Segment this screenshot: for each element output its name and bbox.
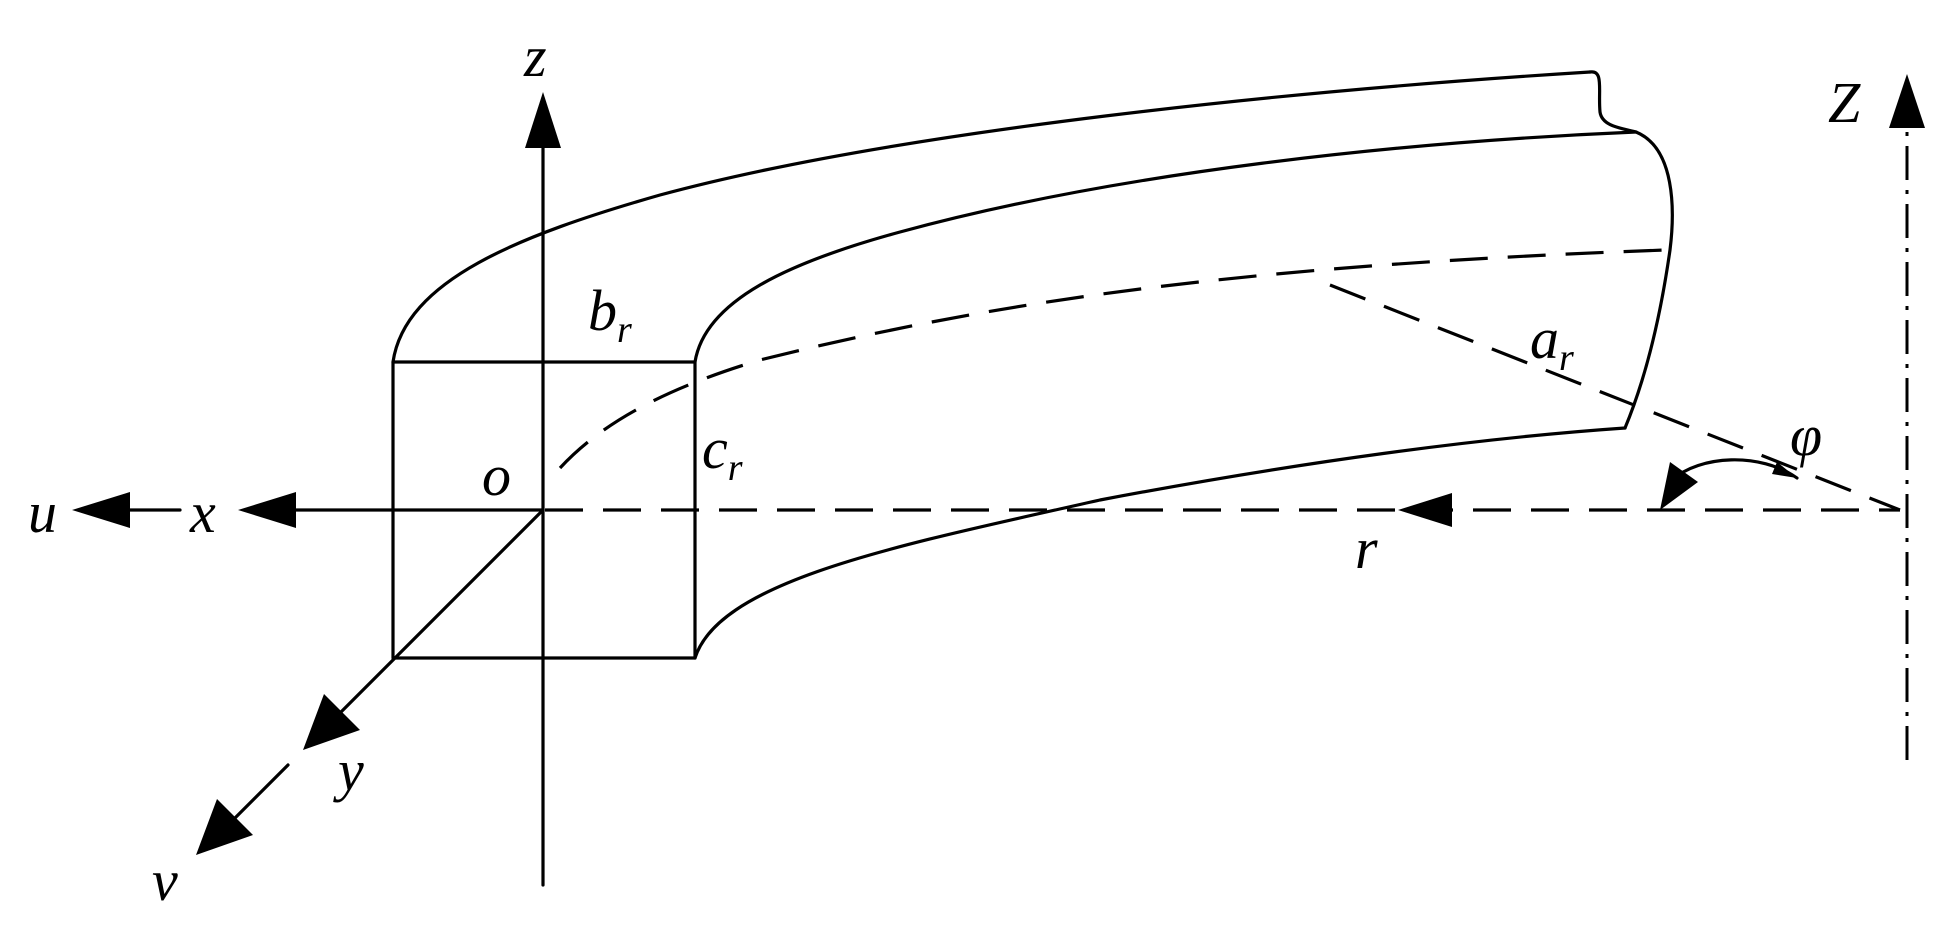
- a-radius-dashed-line: [1329, 283, 1901, 512]
- z-axis-label: z: [523, 24, 547, 89]
- r-label: r: [1355, 516, 1378, 581]
- body-top-notch: [1588, 70, 1638, 134]
- body-inner-top-edge: [693, 130, 1638, 364]
- b-subscript: r: [617, 309, 632, 351]
- b-r-label: br: [588, 278, 632, 351]
- b-main: b: [588, 278, 617, 343]
- x-axis-arrowhead: [238, 492, 296, 528]
- centerline-dashed-curve: [558, 248, 1667, 470]
- a-r-label: ar: [1530, 306, 1574, 379]
- y-axis-label: y: [333, 738, 364, 803]
- z-axis-arrowhead: [525, 92, 561, 148]
- v-axis-label: v: [152, 848, 178, 913]
- y-axis-arrowhead: [303, 694, 360, 750]
- phi-arrowhead-small: [1772, 462, 1797, 478]
- body-right-end-edge: [1623, 130, 1674, 430]
- phi-arrowhead: [1660, 462, 1698, 510]
- c-subscript: r: [728, 447, 743, 489]
- a-subscript: r: [1559, 337, 1574, 379]
- c-r-label: cr: [702, 416, 743, 489]
- a-main: a: [1530, 306, 1559, 371]
- radius-arrowhead: [1398, 493, 1452, 527]
- u-axis-arrowhead: [72, 492, 130, 528]
- origin-label: o: [482, 443, 511, 508]
- body-lower-end-edge: [693, 426, 1627, 660]
- c-main: c: [702, 416, 728, 481]
- v-axis-line: [233, 763, 290, 820]
- y-axis-line: [338, 508, 545, 715]
- body-outer-top-edge: [391, 70, 1592, 364]
- v-axis-arrowhead: [196, 799, 253, 855]
- Z-axis-label: Z: [1828, 70, 1861, 135]
- Z-axis-arrowhead: [1889, 74, 1925, 128]
- x-axis-label: x: [189, 480, 216, 545]
- phi-label: φ: [1790, 403, 1822, 468]
- u-axis-label: u: [28, 480, 57, 545]
